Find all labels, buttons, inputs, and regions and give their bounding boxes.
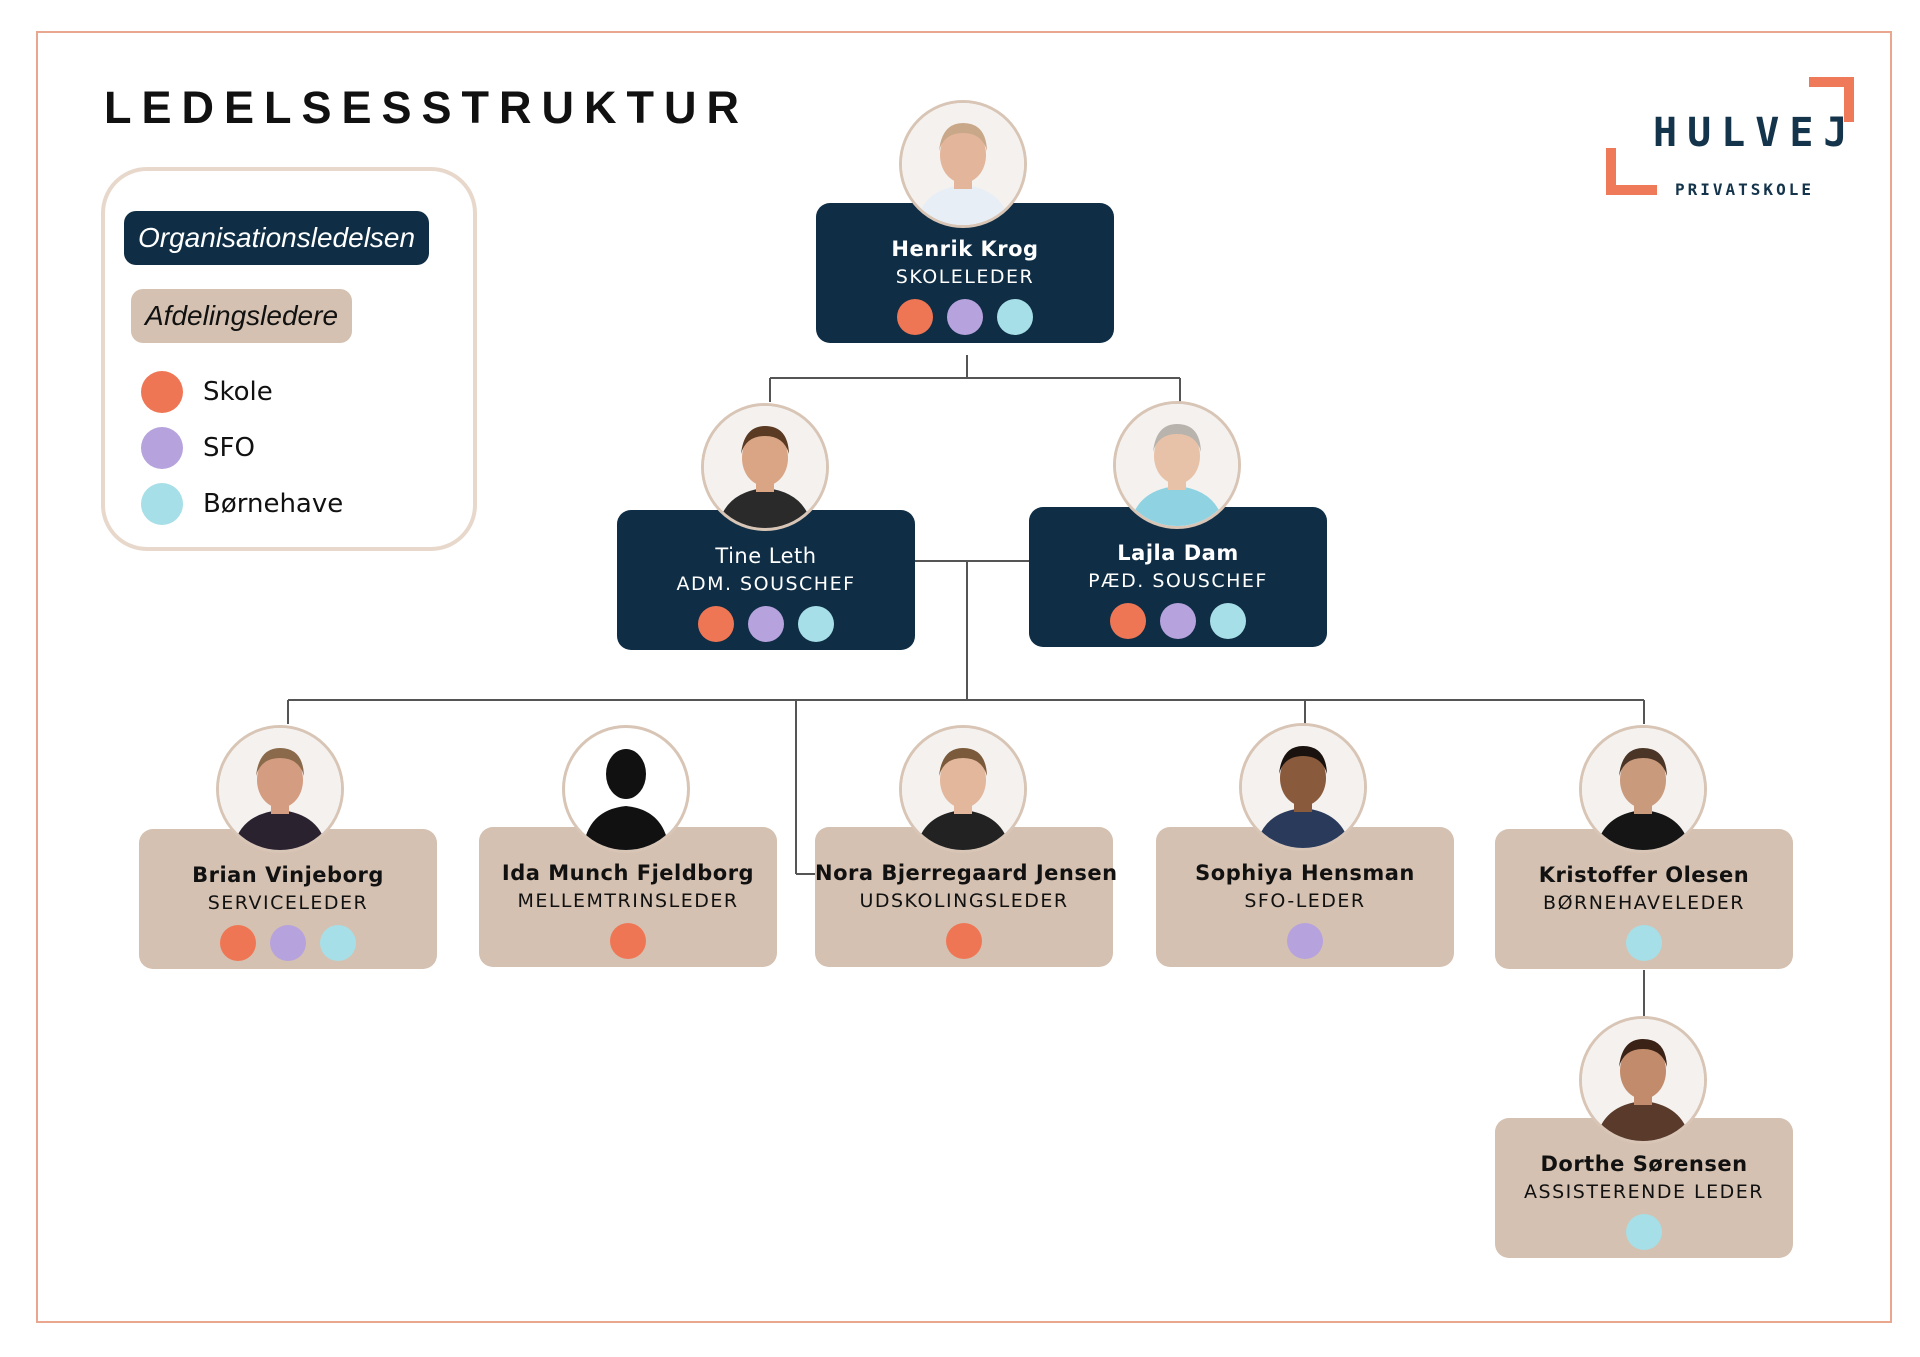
legend-item-skole: Skole [141, 371, 273, 413]
avatar [562, 725, 690, 853]
person-role: PÆD. SOUSCHEF [1088, 570, 1268, 592]
sfo-dot-icon [947, 299, 983, 335]
person-card-dorthe-sorensen: Dorthe Sørensen ASSISTERENDE LEDER [1495, 1118, 1793, 1258]
legend-item-sfo: SFO [141, 427, 255, 469]
person-card-tine-leth: Tine Leth ADM. SOUSCHEF [617, 510, 915, 650]
avatar [216, 725, 344, 853]
avatar [701, 403, 829, 531]
person-role: BØRNEHAVELEDER [1543, 892, 1745, 914]
person-name: Sophiya Hensman [1195, 861, 1415, 885]
skole-dot-icon [141, 371, 183, 413]
avatar [1579, 1016, 1707, 1144]
skole-dot-icon [897, 299, 933, 335]
skole-dot-icon [946, 923, 982, 959]
silhouette-icon [583, 749, 669, 850]
person-photo-icon [704, 406, 826, 528]
person-photo-icon [902, 728, 1024, 850]
page-title: LEDELSESSTRUKTUR [104, 82, 750, 133]
skole-dot-icon [1110, 603, 1146, 639]
person-photo-icon [219, 728, 341, 850]
area-dots [617, 606, 915, 642]
logo-wordmark: HULVEJ [1653, 110, 1858, 156]
area-dots [479, 923, 777, 959]
bornehave-dot-icon [1210, 603, 1246, 639]
sfo-dot-icon [1287, 923, 1323, 959]
person-name: Lajla Dam [1117, 541, 1239, 565]
person-name: Tine Leth [715, 544, 817, 568]
area-dots [1495, 925, 1793, 961]
bornehave-dot-icon [141, 483, 183, 525]
logo-corner-icon [1606, 77, 1854, 195]
hulvej-logo: HULVEJ PRIVATSKOLE [1605, 76, 1855, 206]
person-photo-icon [1116, 404, 1238, 526]
bornehave-dot-icon [1626, 925, 1662, 961]
area-dots [815, 923, 1113, 959]
legend-item-label: Børnehave [203, 489, 344, 519]
avatar [899, 100, 1027, 228]
person-role: SFO-LEDER [1244, 890, 1366, 912]
person-photo-icon [1582, 1019, 1704, 1141]
skole-dot-icon [610, 923, 646, 959]
person-role: SERVICELEDER [207, 892, 369, 914]
skole-dot-icon [220, 925, 256, 961]
person-role: SKOLELEDER [895, 266, 1035, 288]
bornehave-dot-icon [798, 606, 834, 642]
area-dots [139, 925, 437, 961]
person-name: Ida Munch Fjeldborg [501, 861, 755, 885]
person-name: Nora Bjerregaard Jensen [815, 861, 1118, 885]
legend: Organisationsledelsen Afdelingsledere Sk… [101, 167, 477, 551]
person-role: UDSKOLINGSLEDER [859, 890, 1069, 912]
bornehave-dot-icon [1626, 1214, 1662, 1250]
avatar [1239, 723, 1367, 851]
area-dots [1156, 923, 1454, 959]
person-name: Brian Vinjeborg [192, 863, 384, 887]
avatar [1113, 401, 1241, 529]
sfo-dot-icon [141, 427, 183, 469]
legend-dept-label: Afdelingsledere [131, 289, 353, 343]
person-photo-icon [1242, 726, 1364, 848]
avatar [899, 725, 1027, 853]
person-role: ADM. SOUSCHEF [676, 573, 856, 595]
skole-dot-icon [698, 606, 734, 642]
legend-item-bornehave: Børnehave [141, 483, 343, 525]
person-photo-icon [902, 103, 1024, 225]
page-border [36, 31, 1892, 1323]
sfo-dot-icon [1160, 603, 1196, 639]
legend-item-label: SFO [203, 433, 255, 463]
avatar [1579, 725, 1707, 853]
area-dots [816, 299, 1114, 335]
person-role: MELLEMTRINSLEDER [517, 890, 739, 912]
logo-subtitle: PRIVATSKOLE [1675, 180, 1814, 199]
bornehave-dot-icon [320, 925, 356, 961]
person-photo-icon [1582, 728, 1704, 850]
area-dots [1495, 1214, 1793, 1250]
area-dots [1029, 603, 1327, 639]
person-name: Kristoffer Olesen [1538, 863, 1750, 887]
person-name: Dorthe Sørensen [1540, 1152, 1748, 1176]
legend-org-label: Organisationsledelsen [124, 211, 430, 265]
bornehave-dot-icon [997, 299, 1033, 335]
person-card-lajla-dam: Lajla Dam PÆD. SOUSCHEF [1029, 507, 1327, 647]
person-name: Henrik Krog [891, 237, 1039, 261]
person-card-sophiya-hensman: Sophiya Hensman SFO-LEDER [1156, 827, 1454, 967]
legend-item-label: Skole [203, 377, 273, 407]
sfo-dot-icon [748, 606, 784, 642]
person-role: ASSISTERENDE LEDER [1524, 1181, 1764, 1203]
sfo-dot-icon [270, 925, 306, 961]
